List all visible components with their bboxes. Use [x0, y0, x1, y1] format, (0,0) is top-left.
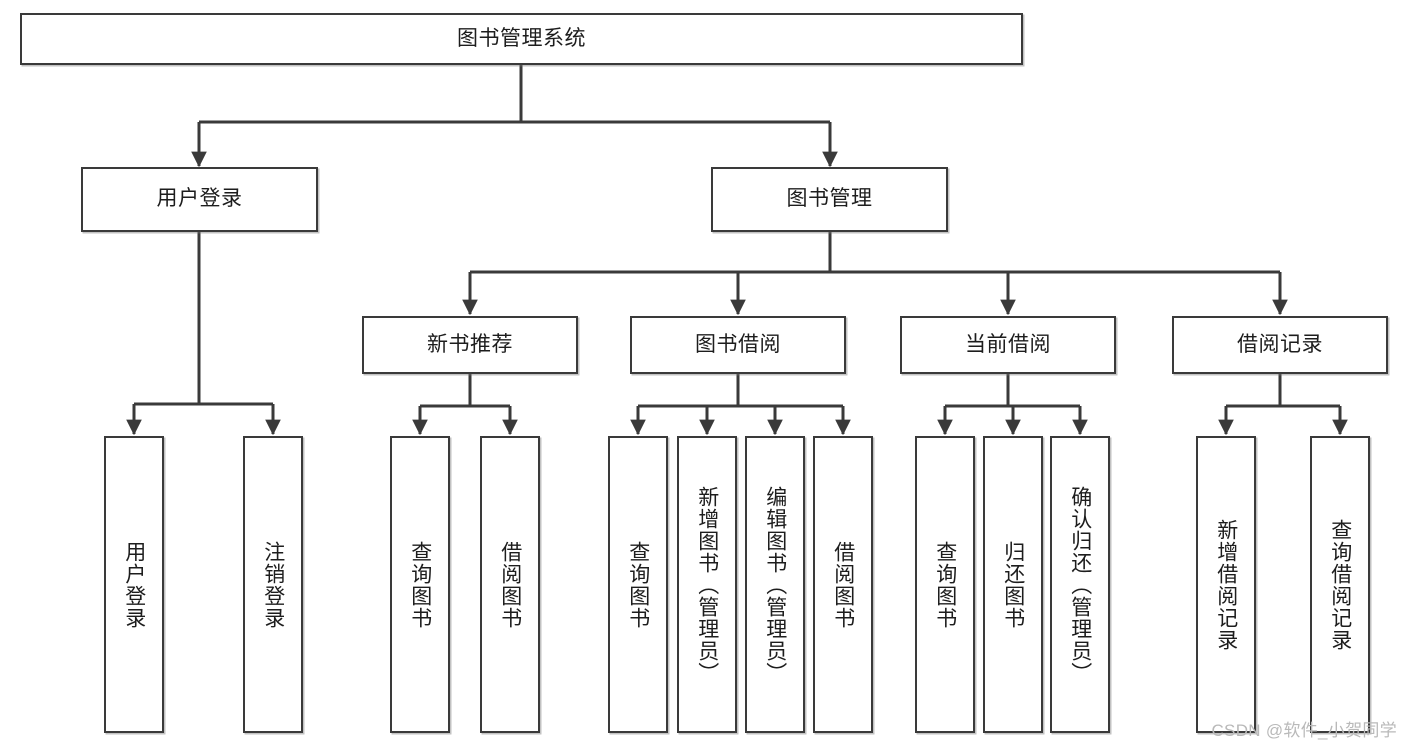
node-leaf-borrow-book-1[interactable]: 借阅图书: [480, 436, 540, 733]
node-current-borrow-label: 当前借阅: [965, 332, 1051, 356]
node-leaf-borrow-book-1-label: 借阅图书: [498, 540, 522, 629]
node-new-book-rec-label: 新书推荐: [427, 332, 513, 356]
node-leaf-edit-book-label: 编辑图书（管理员）: [763, 485, 787, 684]
watermark-text: CSDN @软件_小贺同学: [1211, 721, 1397, 740]
node-borrow-record-label: 借阅记录: [1237, 332, 1323, 356]
node-leaf-user-login-label: 用户登录: [122, 540, 146, 629]
node-leaf-borrow-book-2[interactable]: 借阅图书: [813, 436, 873, 733]
node-leaf-confirm-return-label: 确认归还（管理员）: [1068, 485, 1092, 684]
node-book-borrow[interactable]: 图书借阅: [630, 316, 846, 374]
node-leaf-add-book[interactable]: 新增图书（管理员）: [677, 436, 737, 733]
node-leaf-query-book-3-label: 查询图书: [933, 540, 957, 629]
node-leaf-logout-label: 注销登录: [261, 540, 285, 629]
node-current-borrow[interactable]: 当前借阅: [900, 316, 1116, 374]
node-leaf-return-book[interactable]: 归还图书: [983, 436, 1043, 733]
node-leaf-logout[interactable]: 注销登录: [243, 436, 303, 733]
node-root[interactable]: 图书管理系统: [20, 13, 1023, 65]
node-leaf-query-book-1-label: 查询图书: [408, 540, 432, 629]
node-leaf-query-book-2[interactable]: 查询图书: [608, 436, 668, 733]
node-leaf-query-book-2-label: 查询图书: [626, 540, 650, 629]
node-leaf-query-record-label: 查询借阅记录: [1328, 518, 1352, 651]
node-leaf-return-book-label: 归还图书: [1001, 540, 1025, 629]
node-leaf-edit-book[interactable]: 编辑图书（管理员）: [745, 436, 805, 733]
node-leaf-query-book-1[interactable]: 查询图书: [390, 436, 450, 733]
node-leaf-user-login[interactable]: 用户登录: [104, 436, 164, 733]
node-leaf-borrow-book-2-label: 借阅图书: [831, 540, 855, 629]
node-leaf-add-book-label: 新增图书（管理员）: [695, 485, 719, 684]
node-leaf-query-book-3[interactable]: 查询图书: [915, 436, 975, 733]
node-root-label: 图书管理系统: [457, 26, 586, 50]
node-new-book-rec[interactable]: 新书推荐: [362, 316, 578, 374]
node-leaf-query-record[interactable]: 查询借阅记录: [1310, 436, 1370, 733]
node-borrow-record[interactable]: 借阅记录: [1172, 316, 1388, 374]
node-leaf-add-record-label: 新增借阅记录: [1214, 518, 1238, 651]
node-book-manage[interactable]: 图书管理: [711, 167, 948, 232]
node-book-borrow-label: 图书借阅: [695, 332, 781, 356]
node-user-login[interactable]: 用户登录: [81, 167, 318, 232]
node-leaf-confirm-return[interactable]: 确认归还（管理员）: [1050, 436, 1110, 733]
node-user-login-label: 用户登录: [156, 187, 243, 211]
node-book-manage-label: 图书管理: [786, 187, 873, 211]
node-leaf-add-record[interactable]: 新增借阅记录: [1196, 436, 1256, 733]
